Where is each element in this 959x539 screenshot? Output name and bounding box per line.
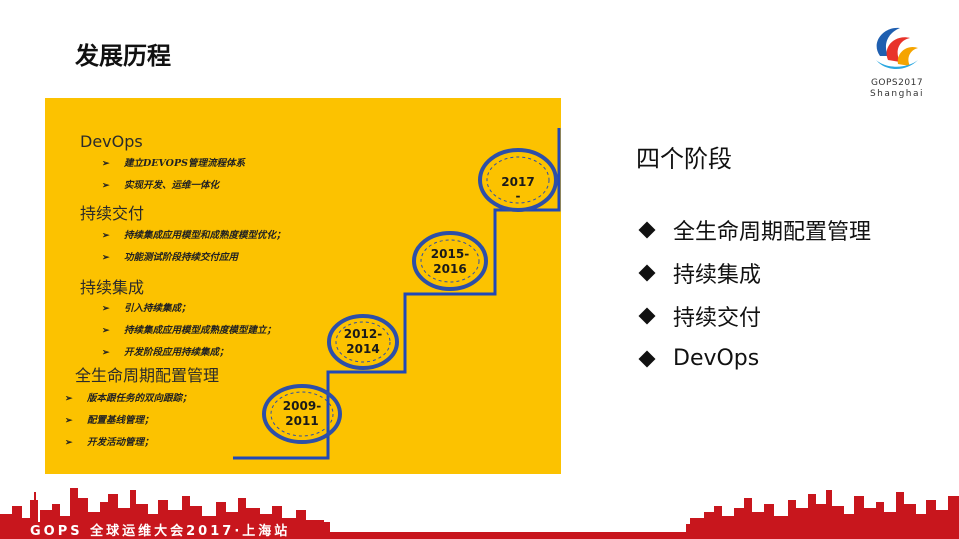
page-title: 发展历程 (75, 42, 171, 70)
arrow-bullet-icon: ➢ (102, 181, 110, 191)
year-label-2017: 2017- (501, 175, 535, 203)
arrow-bullet-icon: ➢ (65, 416, 73, 426)
stages-list-item: DevOps (638, 337, 871, 380)
stage-item: ➢版本跟任务的双向跟踪； (65, 388, 219, 410)
stages-list-item: 全生命周期配置管理 (638, 208, 871, 251)
stages-list-item: 持续集成 (638, 251, 871, 294)
timeline-image: DevOps ➢建立DEVOPS管理流程体系 ➢实现开发、运维一体化 持续交付 … (45, 98, 561, 474)
stages-list-item: 持续交付 (638, 294, 871, 337)
arrow-bullet-icon: ➢ (102, 348, 110, 358)
diamond-bullet-icon (638, 307, 656, 324)
year-label-2012: 2012-2014 (343, 327, 383, 356)
stage-item: ➢开发阶段应用持续集成； (102, 342, 276, 364)
arrow-bullet-icon: ➢ (102, 159, 110, 169)
stage-heading: 持续集成 (80, 278, 145, 297)
stage-heading: 持续交付 (80, 204, 145, 223)
arrow-bullet-icon: ➢ (102, 231, 110, 241)
stage-devops: DevOps ➢建立DEVOPS管理流程体系 ➢实现开发、运维一体化 (80, 132, 245, 197)
diamond-bullet-icon (638, 350, 656, 367)
year-label-2015: 2015-2016 (430, 247, 470, 276)
arrow-bullet-icon: ➢ (102, 326, 110, 336)
stage-item: ➢建立DEVOPS管理流程体系 (102, 153, 245, 175)
diamond-bullet-icon (638, 221, 656, 238)
year-circle-2012 (327, 314, 399, 370)
year-label-2009: 2009-2011 (282, 399, 322, 428)
stage-lifecycle-config: 全生命周期配置管理 ➢版本跟任务的双向跟踪； ➢配置基线管理； ➢开发活动管理； (65, 366, 220, 454)
stage-item: ➢持续集成应用模型和成熟度模型优化； (102, 225, 286, 247)
year-circle-2017 (478, 148, 558, 212)
stage-item: ➢实现开发、运维一体化 (102, 175, 245, 197)
arrow-bullet-icon: ➢ (102, 304, 110, 314)
stage-heading: 全生命周期配置管理 (75, 366, 220, 385)
stage-item: ➢持续集成应用模型成熟度模型建立； (102, 320, 276, 342)
stage-heading: DevOps (80, 132, 143, 151)
stage-item: ➢配置基线管理； (65, 410, 219, 432)
stage-continuous-delivery: 持续交付 ➢持续集成应用模型和成熟度模型优化； ➢功能测试阶段持续交付应用 (80, 204, 286, 269)
footer-event-name: GOPS 全球运维大会2017·上海站 (30, 524, 291, 539)
stage-item: ➢引入持续集成； (102, 298, 276, 320)
staircase-line (233, 128, 561, 460)
arrow-bullet-icon: ➢ (102, 253, 110, 263)
timeline-graphics (233, 128, 561, 460)
gops-logo-icon (876, 27, 918, 69)
arrow-bullet-icon: ➢ (65, 438, 73, 448)
year-circle-2009 (262, 384, 342, 444)
year-circle-2015 (412, 231, 488, 291)
stage-item: ➢开发活动管理； (65, 432, 219, 454)
logo-line1: GOPS2017 (870, 78, 924, 88)
logo-line2: Shanghai (869, 89, 925, 99)
arrow-bullet-icon: ➢ (65, 394, 73, 404)
diamond-bullet-icon (638, 264, 656, 281)
stage-item: ➢功能测试阶段持续交付应用 (102, 247, 286, 269)
city-skyline-footer (0, 488, 959, 539)
stage-continuous-integration: 持续集成 ➢引入持续集成； ➢持续集成应用模型成熟度模型建立； ➢开发阶段应用持… (80, 278, 276, 364)
stages-heading: 四个阶段 (636, 145, 732, 173)
stages-list: 全生命周期配置管理 持续集成 持续交付 DevOps (638, 208, 871, 380)
gops-logo: GOPS2017 Shanghai (862, 20, 932, 108)
